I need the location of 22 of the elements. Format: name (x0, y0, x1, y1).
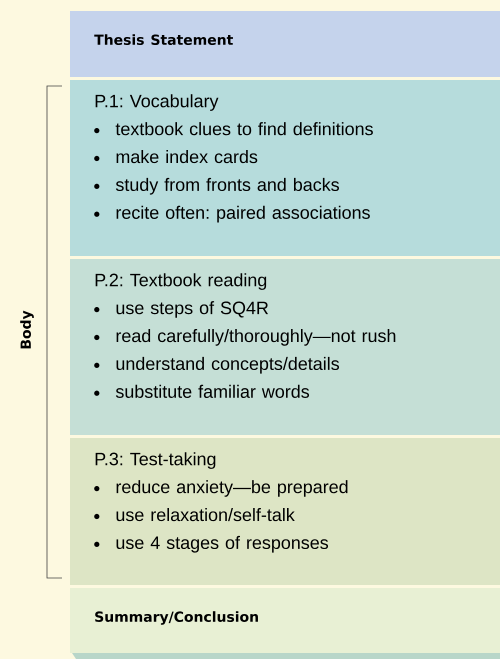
bullet-item: understand concepts/details (116, 356, 340, 374)
heading: Thesis Statement (94, 34, 233, 45)
section-band (70, 11, 500, 77)
section-band (70, 80, 500, 256)
bullet-item: make index cards (116, 150, 258, 164)
bullet-item: use 4 stages of responses (116, 536, 328, 553)
bullet-item: recite often: paired associations (116, 206, 370, 222)
heading: P.1: Vocabulary (96, 94, 218, 111)
bullet-item: substitute familiar words (116, 384, 310, 398)
bullet-item: textbook clues to find definitions (116, 122, 373, 136)
bullet-item: reduce anxiety—be prepared (116, 480, 348, 497)
heading: P.3: Test-taking (96, 452, 216, 469)
bracket-label: Body (20, 310, 34, 348)
heading: Summary/Conclusion (95, 611, 258, 625)
section-band (70, 259, 500, 435)
heading: P.2: Textbook reading (96, 273, 266, 290)
bullet-item: read carefully/thoroughly—not rush (116, 329, 396, 346)
section-band (70, 438, 500, 585)
bullet-item: study from fronts and backs (116, 178, 339, 195)
bullet-item: use relaxation/self-talk (116, 508, 295, 522)
bullet-item: use steps of SQ4R (116, 301, 268, 318)
section-band (70, 588, 500, 653)
